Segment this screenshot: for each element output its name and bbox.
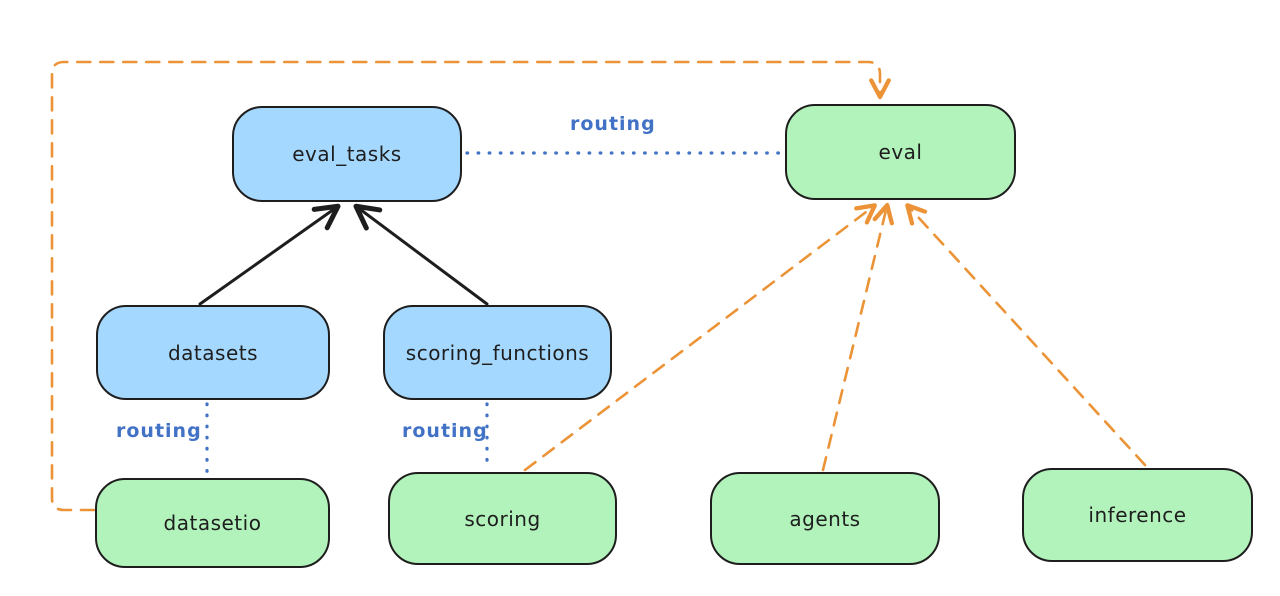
edge-agents-eval: [821, 202, 894, 472]
node-agents-label: agents: [789, 506, 861, 531]
node-eval-label: eval: [878, 140, 923, 164]
routing-label-eval-tasks-eval: routing: [570, 113, 656, 135]
node-eval-tasks-label: eval_tasks: [292, 142, 402, 166]
edge-scoring-eval: [523, 203, 877, 472]
routing-label-scoring-functions-scoring: routing: [402, 420, 488, 442]
node-datasetio[interactable]: datasetio: [95, 478, 330, 568]
node-datasets[interactable]: datasets: [96, 305, 330, 400]
node-inference-label: inference: [1088, 503, 1187, 527]
node-datasetio-label: datasetio: [163, 511, 262, 535]
edge-inference-eval: [905, 203, 1147, 467]
node-datasets-label: datasets: [167, 340, 259, 365]
node-scoring[interactable]: scoring: [388, 472, 617, 565]
node-inference[interactable]: inference: [1022, 468, 1253, 562]
node-agents[interactable]: agents: [710, 472, 940, 565]
edge-scoring_functions-eval_tasks: [353, 203, 489, 306]
node-scoring-functions[interactable]: scoring_functions: [383, 305, 612, 400]
edge-datasets-eval_tasks: [198, 203, 341, 306]
node-scoring-functions-label: scoring_functions: [405, 340, 590, 365]
routing-label-datasets-datasetio: routing: [116, 420, 202, 442]
node-eval-tasks[interactable]: eval_tasks: [232, 106, 462, 202]
node-scoring-label: scoring: [464, 506, 541, 531]
edge-datasetio-eval-loop: [50, 60, 891, 512]
node-eval[interactable]: eval: [785, 104, 1016, 200]
